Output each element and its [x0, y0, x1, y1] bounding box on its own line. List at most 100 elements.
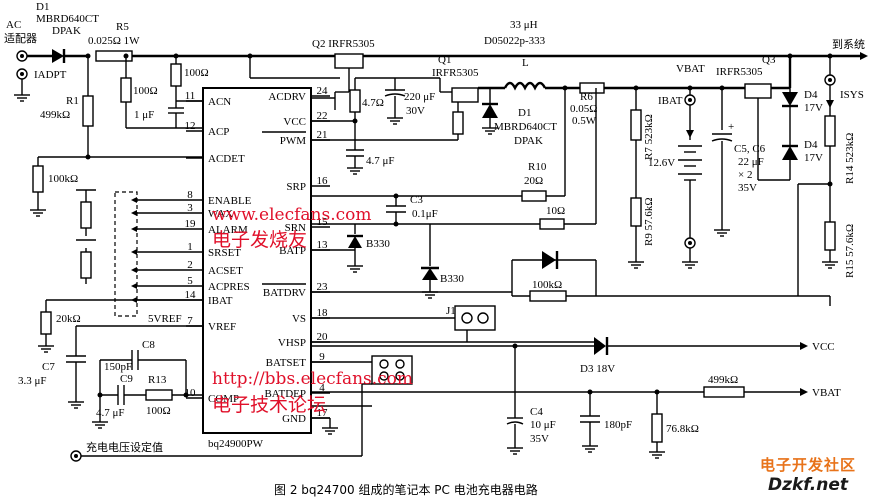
r15-resistor [824, 221, 836, 251]
r6-value: 0.05Ω [570, 103, 597, 115]
ic-name: bq24900PW [208, 438, 264, 450]
watermark-url-1: www.elecfans.com [212, 205, 372, 225]
vref-5-label: 5VREF [148, 313, 182, 325]
r13-resistor [145, 389, 173, 401]
ic-right-pin-label: VCC [283, 116, 306, 128]
ic-left-pin-label: ACN [208, 96, 231, 108]
ic-left-pin-number: 14 [185, 289, 197, 301]
inductor-value: 33 μH [510, 19, 538, 31]
ic-right-pin-number: 16 [317, 175, 329, 187]
ac-label: AC [6, 19, 21, 31]
d4a-voltage: 17V [804, 102, 823, 114]
d4a-label: D4 [804, 89, 818, 101]
r-10-label: 10Ω [546, 205, 565, 217]
ic-right-pin-label: VS [292, 313, 306, 325]
c-180p-label: 180pF [604, 419, 632, 431]
r-20k-label: 20kΩ [56, 313, 81, 325]
i-sys-label: ISYS [840, 89, 864, 101]
ic-left-pin-label: ACP [208, 126, 229, 138]
b330b-diode [422, 268, 438, 280]
battery-label: 12.6V [648, 157, 675, 169]
r14-resistor [824, 115, 836, 147]
ic-right-pin-label: SRP [286, 181, 306, 193]
r-100a-label: 100Ω [133, 85, 158, 97]
ic-right-pin-label: ACDRV [268, 91, 306, 103]
ic-left-pin-number: 5 [187, 275, 193, 287]
c9-value: 4.7 μF [96, 407, 125, 419]
config-arrow-head [131, 210, 137, 216]
r-100k-b-label: 100kΩ [532, 279, 562, 291]
ic-left-pin-number: 11 [185, 90, 196, 102]
ic-right-pin-number: 24 [317, 85, 329, 97]
c7-value: 3.3 μF [18, 375, 47, 387]
logo-text-c: Dzkf.net [768, 475, 848, 495]
ic-left-pin-label: ENABLE [208, 195, 252, 207]
ic-left-pin-label: COMP [208, 393, 239, 405]
config-arrow-head [131, 226, 137, 232]
j1-jumper [454, 305, 496, 331]
c3-label: C3 [410, 194, 423, 206]
svg-text:+: + [728, 121, 734, 133]
inductor-label: L [522, 57, 529, 69]
r6-power: 0.5W [572, 115, 597, 127]
ic-right-pin-number: 4 [319, 382, 325, 394]
r-10-resistor [539, 218, 565, 230]
ic-left-pin-label: IBAT [208, 295, 233, 307]
watermark-url-2: http://bbs.elecfans.com [212, 369, 413, 389]
r1-resistor [82, 95, 94, 127]
r10-value: 20Ω [524, 175, 543, 187]
c-220u-label: 220 μF [404, 91, 435, 103]
d4b-voltage: 17V [804, 152, 823, 164]
ic-left-pin-label: ACPRES [208, 281, 250, 293]
r1-value: 499kΩ [40, 109, 70, 121]
ic-left-pin-number: 1 [187, 241, 193, 253]
logo-text-a: 电子开发 [759, 456, 824, 474]
d1-mid-diode [482, 104, 498, 118]
ic-right-pin-label: PWM [280, 135, 307, 147]
r-499k-resistor [703, 386, 745, 398]
r-100a-resistor [120, 77, 132, 103]
batset-jumper [371, 355, 413, 385]
config-arrow-head [131, 197, 137, 203]
r-100k-resistor [32, 165, 44, 193]
ic-right-pin-label: GND [282, 413, 306, 425]
batdrv-diode [542, 251, 556, 269]
q3-mosfet [744, 83, 772, 99]
inductor-part: D05022p-333 [484, 35, 546, 47]
ic-left-pin-label: ACDET [208, 153, 245, 165]
config-dashed-box [114, 191, 138, 317]
r-100k-b-resistor [529, 290, 567, 302]
c-4u7-label: 4.7 μF [366, 155, 395, 167]
c4-label: C4 [530, 406, 543, 418]
d4b-zener [782, 146, 798, 160]
config-arrow-head [131, 283, 137, 289]
ic-left-pin-number: 10 [185, 387, 197, 399]
r6-resistor [579, 82, 605, 94]
ic-left-pin-number: 19 [185, 218, 197, 230]
c8-value: 150pF [104, 361, 132, 373]
r14-label: R14 523kΩ [844, 133, 856, 184]
j1-label: J1 [446, 305, 456, 317]
charge-set-label: 充电电压设定值 [86, 440, 163, 454]
r-100k-label: 100kΩ [48, 173, 78, 185]
ic-right-pin-number: 9 [319, 351, 325, 363]
i-bat-label: IBAT [658, 95, 683, 107]
ic-right-pin-number: 23 [317, 281, 329, 293]
ic-left-pin-label: ALARM [208, 224, 248, 236]
b330b-label: B330 [440, 273, 464, 285]
c8-label: C8 [142, 339, 155, 351]
d1-mid-part: MBRD640CT [494, 121, 557, 133]
q1-mosfet [451, 87, 479, 103]
vcc-out-label: VCC [812, 341, 835, 353]
b330a-label: B330 [366, 238, 390, 250]
r7-resistor [630, 109, 642, 141]
ac-adapter-label: 适配器 [4, 32, 37, 45]
d1-top-part: MBRD640CT [36, 13, 99, 25]
ic-right-pin-number: 20 [317, 331, 329, 343]
c5c6-voltage: 35V [738, 182, 757, 194]
ic-left-pin-label: ACSET [208, 265, 243, 277]
r13-value: 100Ω [146, 405, 171, 417]
cfg-resistor-2 [80, 251, 92, 279]
r-4k7-resistor [349, 89, 361, 113]
